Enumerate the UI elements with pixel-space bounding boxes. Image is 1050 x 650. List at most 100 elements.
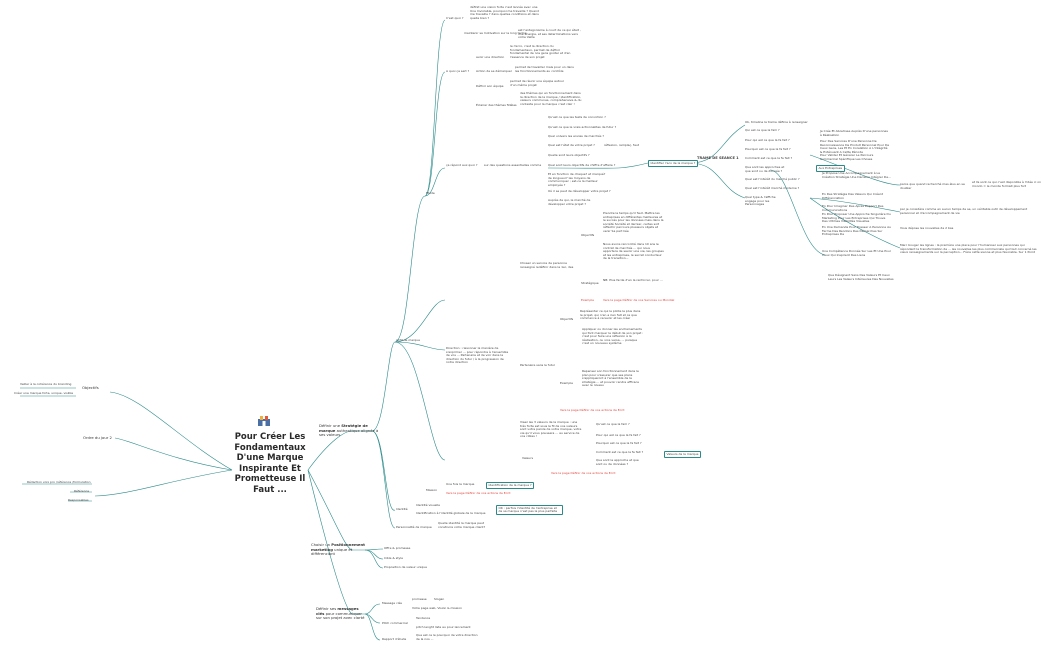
trame-item-1[interactable]: Ok, timeline la trame définie à renseign… (745, 120, 808, 124)
mission-text: Chosez un service de personne renseigné … (520, 261, 574, 269)
b3-pitch-item-2[interactable]: pitch lenght liste au pour lancement (416, 625, 471, 629)
valeurs-q-2[interactable]: Pour qui est ce que la fa fait ? (596, 433, 641, 437)
identite-item-1[interactable]: Identité visuelle (416, 503, 440, 507)
b3-pitch-item-1[interactable]: Tendance (416, 616, 431, 620)
branch-positionnement-bold: Positionnement marketing (311, 542, 365, 552)
far-right-5: Marc bouger les lignes : la première une… (900, 243, 1037, 255)
avoir-direction-node[interactable]: avoir une direction (476, 55, 505, 59)
mission-strat-text: NB: Plus facile d'en la renforcer, pour … (603, 278, 663, 282)
trame-note-6: En Des Stratégie Des Valeurs Qui Créent … (822, 192, 883, 200)
trame-item-5[interactable]: Comment est ce que la fa fait ? (745, 156, 793, 160)
mission2-label[interactable]: Une fois la marque (446, 482, 475, 486)
trame-title[interactable]: TRAME DE SEANCE 1 (697, 156, 739, 160)
valeurs-q-1[interactable]: Qu'est ce que la fam ? (596, 422, 630, 426)
ideal-box[interactable]: Identifier l'aco de la marque ? (648, 160, 698, 167)
branch-messages-suffix: pour communiquer sur son projet avec cla… (316, 610, 365, 621)
mission-exemple-link[interactable]: Vers la page Définir de vos Services ou … (603, 298, 675, 302)
b2-item-2[interactable]: Cible & style (384, 556, 403, 560)
vision-objectifs[interactable]: Objectifs (560, 317, 574, 321)
branch-strategie-suffix: authentique alignée à ses valeurs (319, 427, 379, 438)
identite-box[interactable]: OK : parfois l'identité de l'entreprise … (496, 505, 563, 516)
trame-item-6[interactable]: Que sont les approches et que sont ou de… (745, 165, 785, 173)
equipe-node[interactable]: Définir son équipe (476, 84, 504, 88)
mission-exemple-label[interactable]: Exemple (581, 298, 594, 302)
mission-strategique[interactable]: Stratégique (581, 281, 599, 285)
question-7[interactable]: Et en fonction de chaque? et marqué? de … (548, 172, 606, 187)
mission2-red[interactable]: Vers la page Définir de vos actions de E… (446, 491, 511, 495)
b2-item-3[interactable]: Proposition de valeur unique (384, 565, 427, 569)
trame-note-4[interactable]: Aux Entreprises (816, 165, 845, 172)
mission2-box[interactable]: Identification de la marque ? (486, 482, 535, 489)
question-2[interactable]: Qu'est ce que le vrais actionnalites de … (548, 125, 617, 129)
trame-item-2[interactable]: Qui est ce que la fam ? (745, 128, 780, 132)
trame-item-8[interactable]: Quel est l'intérêt marché moderne ? (745, 186, 800, 190)
vision-text: Direction : raisonner la manière de s'ex… (446, 346, 509, 365)
trame-note-10: Une Compétence Donnée Sur Les Et Une Pou… (822, 249, 892, 257)
question-4[interactable]: Quel est l'état de votre projet ? (548, 143, 595, 147)
branch-positionnement[interactable]: Choisir un Positionnement marketing uniq… (311, 542, 369, 557)
mission-objectifs[interactable]: Objectifs (581, 233, 595, 237)
eclairer-node[interactable]: Éclairer des thèmes fidèles (476, 103, 517, 107)
branch-messages-bold: messages clés (316, 606, 359, 616)
responsables-item: Responsables (68, 498, 89, 502)
demarquer-node[interactable]: Action de se démarquer (476, 69, 512, 73)
branch-strategie-prefix: Définir une (319, 423, 341, 428)
b3-rapport[interactable]: Rapport d'étude (382, 637, 407, 641)
b3-promesse[interactable]: promesse (412, 597, 427, 601)
ce-repond-node[interactable]: ça répond aux quoi ? (446, 163, 478, 167)
vision-desc-3: Repenser son fonctionnement dans le plan… (582, 369, 639, 388)
b3-pitch[interactable]: Pitch commercial (382, 621, 408, 625)
question-6[interactable]: Quel sont leurs objectifs de chiffre d'a… (548, 163, 616, 167)
b2-item-1[interactable]: Offre & promesse (384, 546, 411, 550)
trame-note-8: En Pour Proposer Une Approche Singulière… (822, 212, 891, 224)
cest-quoi-node[interactable]: C'est quoi ? (446, 16, 464, 20)
equipe-desc: permet de réunir une équipe autour d'un … (510, 79, 565, 87)
trame-note-2: Pour Des Services D'une Personne De Reco… (820, 139, 890, 154)
demarquer-desc: permet de travailler mais pour un dans l… (515, 65, 574, 73)
valeurs-q-4[interactable]: Comment est ce que la fa fait ? (596, 450, 644, 454)
b3-page[interactable]: Votre page web, Vision & mission (412, 606, 463, 610)
b3-slogan[interactable]: Slogan (434, 597, 445, 601)
reflexion-note: réflexion, remplaç, faut (604, 143, 639, 147)
identite-node[interactable]: Identité (396, 507, 408, 511)
acdm-node[interactable]: ACM de marque (396, 338, 420, 342)
b3-message[interactable]: Message clés (382, 601, 402, 605)
vision-sub[interactable]: Partenaire sans le futur (520, 363, 556, 367)
valeurs-red-link[interactable]: Vers la page Définir de vos actions de E… (551, 471, 616, 475)
personnalite-node[interactable]: Personnalité de marque (396, 525, 432, 529)
root-title[interactable]: Pour Créer Les Fondamentaux D'une Marque… (234, 432, 306, 495)
objectifs-node[interactable]: Objectifs (82, 385, 99, 390)
question-8[interactable]: Où il se peut de développer votre projet… (548, 189, 611, 193)
question-1[interactable]: Qu'est ce que les tests de conviction ? (548, 115, 606, 119)
sur-des-node[interactable]: sur des questions essentielles comme (484, 163, 542, 167)
root-icon (258, 416, 270, 426)
branch-messages-prefix: Définir ses (316, 606, 337, 611)
question-3[interactable]: Quel univers les envies de marchés ? (548, 134, 604, 138)
question-5[interactable]: Quelle sont leurs objectifs ? (548, 153, 590, 157)
vision-desc: Représenter ce qui le pilote le plus dan… (580, 309, 641, 321)
branch-strategie[interactable]: Définir une Stratégie de marque authenti… (319, 423, 379, 438)
branch-messages[interactable]: Définir ses messages clés pour communiqu… (316, 606, 368, 621)
valeurs-box[interactable]: Valeurs de la marque (664, 451, 701, 458)
trame-item-4[interactable]: Pourquoi est ce que la fa fait ? (745, 147, 791, 151)
mission-obj-text: Prendre le temps qu'il faut. Mettre les … (603, 211, 664, 233)
identite-item-2[interactable]: Identification à l'identité globale de l… (416, 511, 486, 515)
ordre-du-jour-node[interactable]: Ordre du jour 2 (83, 435, 112, 440)
valeurs-node[interactable]: Valeurs (522, 456, 534, 460)
maintenir-node[interactable]: maintenir sa motivation sur le long term… (464, 31, 527, 35)
vision-red-link[interactable]: Vers la page Définir de vos actions de E… (560, 408, 625, 412)
a-quoi-node[interactable]: A quoi ça sert ? (446, 69, 470, 73)
trame-item-7[interactable]: Quel est l'intérêt du marché public ? (745, 177, 800, 181)
trame-note-1: Je Crée Et Aboutisse Auprès D'une person… (820, 129, 888, 137)
question-9[interactable]: Auprès de qui, le marché de développer v… (548, 198, 591, 206)
trame-item-9[interactable]: Quel type & l'affiche engage pour les Pe… (745, 195, 776, 207)
valeurs-q-3[interactable]: Pourquoi est ce que la fa fait ? (596, 441, 642, 445)
vision-exemple[interactable]: Exemple (560, 381, 573, 385)
maintenir-desc: est l'antagonisme à court de ce qui étai… (518, 28, 581, 40)
valeurs-q-5[interactable]: Que sont le approche et que sont ou de d… (596, 458, 639, 466)
trame-note-7: En Pour Imaginer Des Après Rapport Des C… (822, 204, 884, 212)
mission-node[interactable]: Mission (426, 488, 438, 492)
trame-item-3[interactable]: Pour qui est ce que la fa fait ? (745, 138, 790, 142)
reference-label: Rédaction voix pro /référence /formulati… (27, 480, 91, 484)
etude-node[interactable]: Etude (426, 191, 435, 195)
